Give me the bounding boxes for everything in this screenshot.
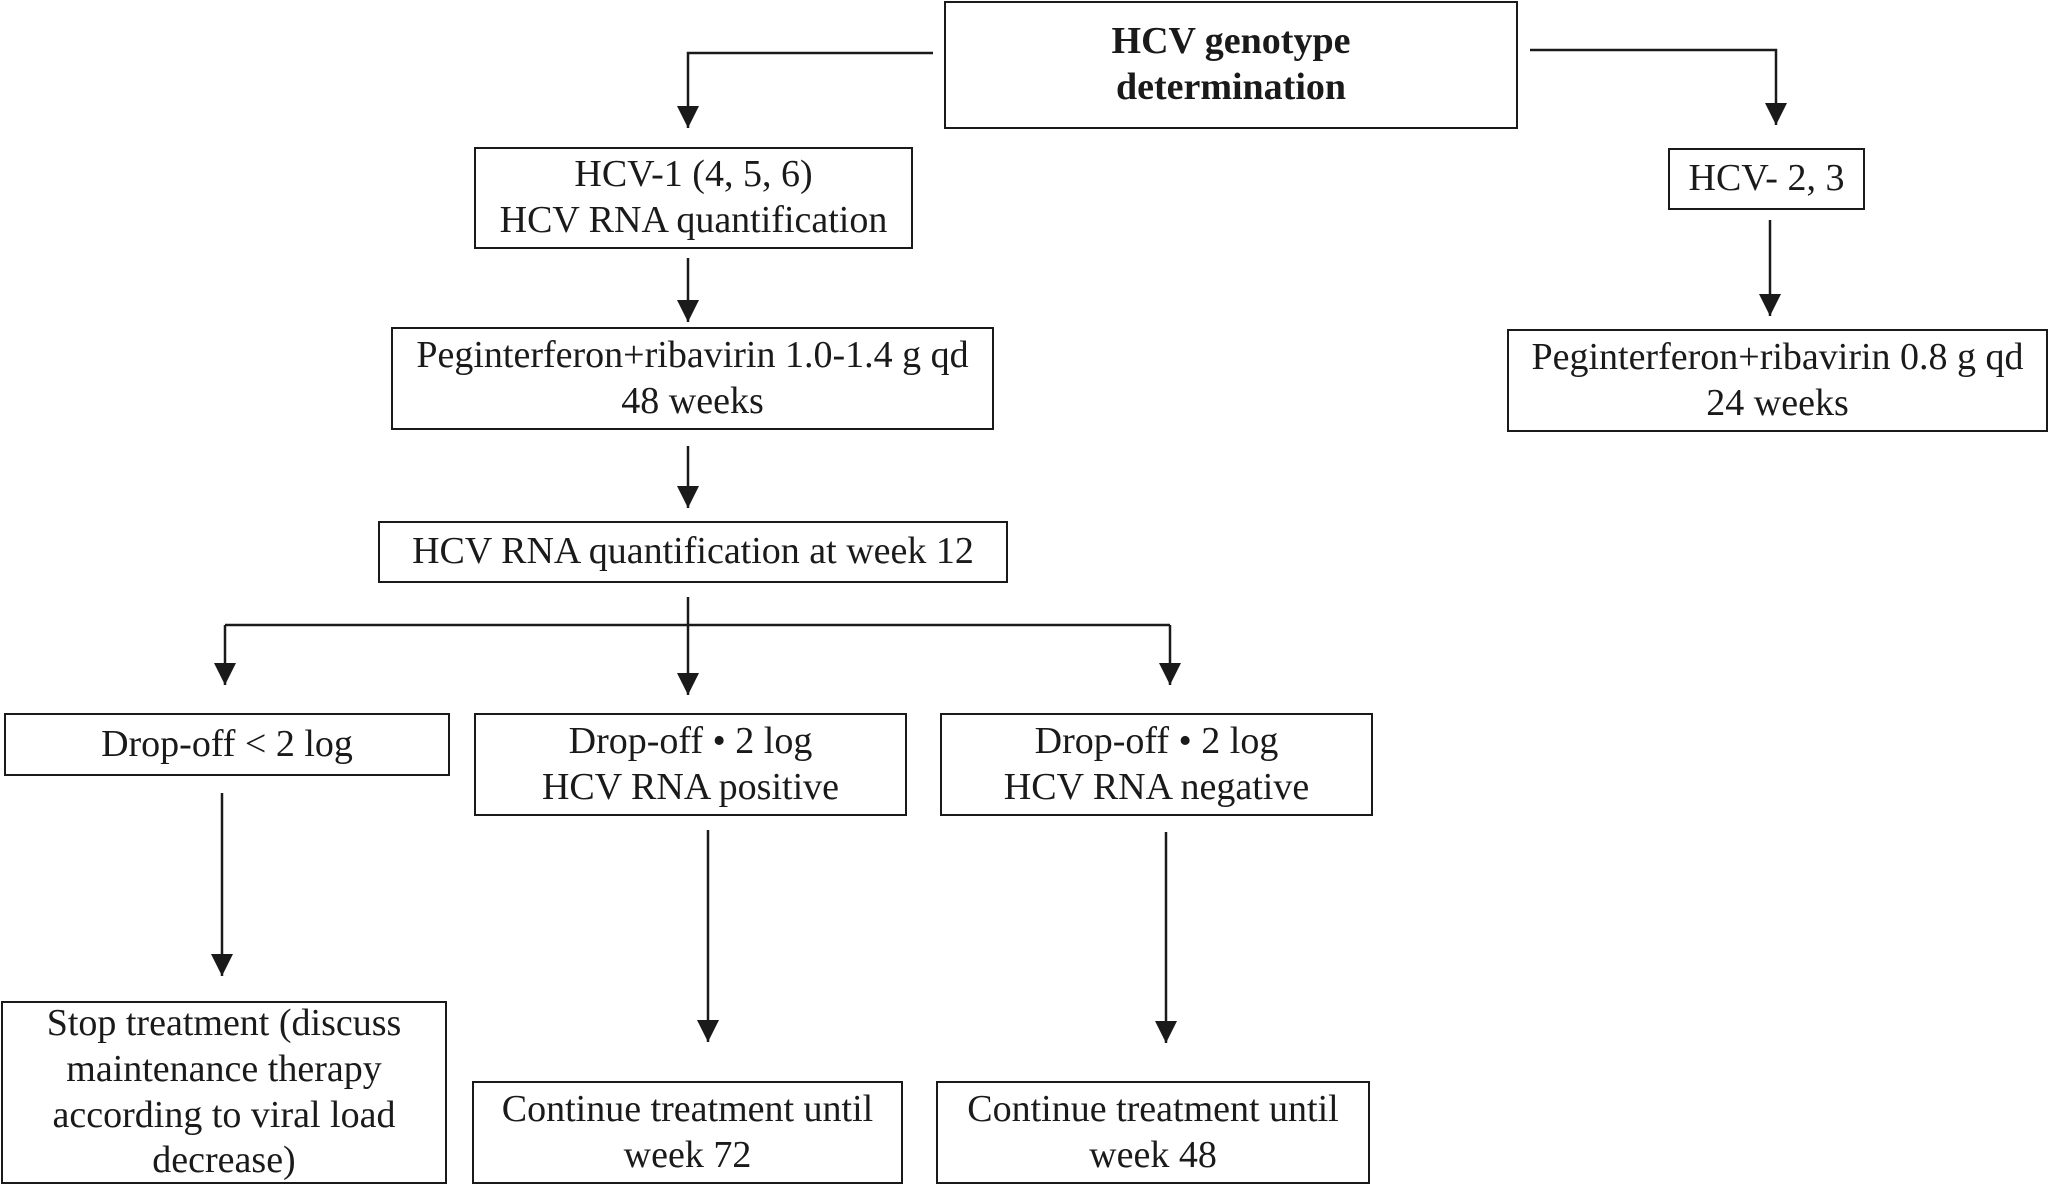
node-continue-until-week48: Continue treatment until week 48 <box>936 1081 1370 1184</box>
node-drop-off-rna-positive: Drop-off • 2 log HCV RNA positive <box>474 713 907 816</box>
node-text-line: maintenance therapy <box>66 1047 382 1090</box>
node-genotype-determination: HCV genotype determination <box>944 1 1518 129</box>
node-text-line: Peginterferon+ribavirin 1.0-1.4 g qd <box>416 333 969 376</box>
node-drop-off-less-than-2-log: Drop-off < 2 log <box>4 713 450 776</box>
node-text-line: Stop treatment (discuss <box>46 1002 402 1045</box>
node-peginterferon-24-weeks: Peginterferon+ribavirin 0.8 g qd 24 week… <box>1507 329 2048 432</box>
node-hcv1-rna-quantification: HCV-1 (4, 5, 6) HCV RNA quantification <box>474 147 913 249</box>
node-text-line: HCV RNA quantification at week 12 <box>412 530 974 573</box>
node-peginterferon-48-weeks: Peginterferon+ribavirin 1.0-1.4 g qd 48 … <box>391 327 994 430</box>
node-text-line: week 72 <box>623 1133 752 1176</box>
connector-root-to-hcv1 <box>677 51 933 128</box>
node-rna-quantification-week12: HCV RNA quantification at week 12 <box>378 521 1008 583</box>
node-text-line: Peginterferon+ribavirin 0.8 g qd <box>1531 335 2024 378</box>
node-text-line: decrease) <box>152 1139 296 1182</box>
node-text-line: 24 weeks <box>1706 381 1849 424</box>
node-text-line: Continue treatment until <box>967 1087 1339 1130</box>
node-text-line: HCV genotype <box>1111 20 1351 63</box>
node-text-line: HCV- 2, 3 <box>1688 157 1845 200</box>
connector-root-to-hcv23 <box>1530 48 1787 125</box>
node-text-line: Drop-off • 2 log <box>568 719 813 762</box>
node-text-line: HCV RNA quantification <box>499 199 888 241</box>
node-text-line: Drop-off • 2 log <box>1034 719 1279 762</box>
node-text-line: HCV RNA positive <box>541 765 839 808</box>
node-stop-treatment: Stop treatment (discuss maintenance ther… <box>1 1001 447 1184</box>
node-continue-until-week72: Continue treatment until week 72 <box>472 1081 903 1184</box>
node-text-line: according to viral load <box>52 1093 396 1136</box>
node-hcv2-3: HCV- 2, 3 <box>1668 148 1865 210</box>
node-text-line: HCV RNA negative <box>1003 765 1310 808</box>
node-text-line: Drop-off < 2 log <box>101 722 353 765</box>
node-text-line: 48 weeks <box>621 379 764 422</box>
node-text-line: Continue treatment until <box>501 1087 874 1130</box>
node-text-line: week 48 <box>1089 1133 1217 1176</box>
node-text-line: determination <box>1115 66 1347 108</box>
node-drop-off-rna-negative: Drop-off • 2 log HCV RNA negative <box>940 713 1373 816</box>
node-text-line: HCV-1 (4, 5, 6) <box>574 153 813 196</box>
